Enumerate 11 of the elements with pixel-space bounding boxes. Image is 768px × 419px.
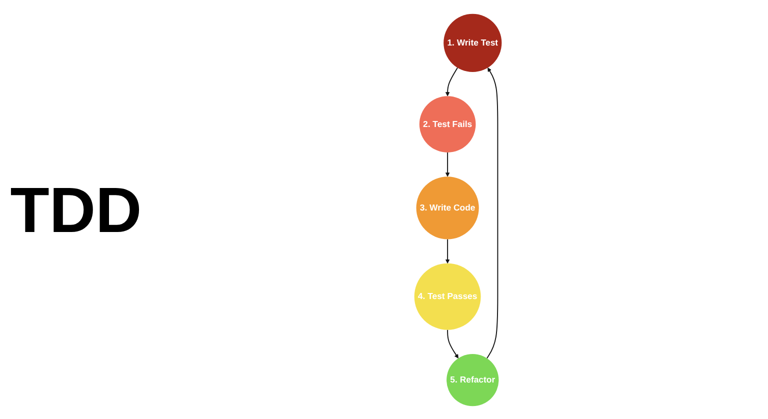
node-circle: 1. Write Test (443, 13, 502, 72)
arrow (445, 151, 450, 176)
arrow (445, 66, 458, 96)
arrow (486, 67, 498, 358)
arrow (446, 328, 458, 358)
arrow (445, 238, 450, 264)
diagram-heading: TDD (10, 172, 142, 246)
node-circle: 4. Test Passes (414, 262, 481, 330)
node-circle: 3. Write Code (416, 176, 479, 239)
node-circle: 5. Refactor (446, 353, 498, 406)
node-circle: 2. Test Fails (419, 96, 476, 152)
